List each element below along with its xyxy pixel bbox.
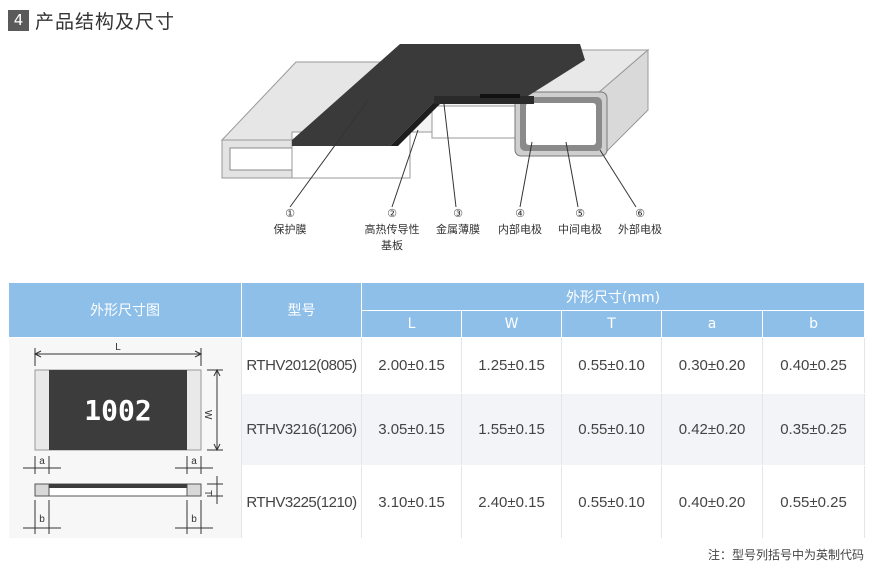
model-cell: RTHV2012(0805): [241, 337, 362, 394]
structure-diagram: ① 保护膜 ② 高热传导性 基板 ③ 金属薄膜 ④ 内部电极 ⑤ 中间电极 ⑥ …: [220, 44, 663, 252]
value-W: 1.55±0.15: [461, 393, 562, 466]
label-1-num: ①: [285, 207, 295, 220]
label-2-text-2: 基板: [381, 238, 403, 252]
table-row: RTHV3216(1206) 3.05±0.15 1.55±0.15 0.55±…: [9, 393, 866, 466]
outline-drawing-cell: L 1002 W: [8, 337, 242, 539]
label-2-num: ②: [387, 207, 397, 220]
value-b: 0.40±0.25: [762, 337, 866, 394]
dim-W-label: W: [202, 410, 213, 420]
section-number: 4: [8, 9, 29, 31]
dim-a-left: a: [39, 456, 45, 467]
value-a: 0.30±0.20: [661, 337, 763, 394]
header-W: W: [461, 310, 562, 338]
dim-L-label: L: [115, 342, 121, 353]
value-a: 0.40±0.20: [661, 465, 763, 539]
value-W: 1.25±0.15: [461, 337, 562, 394]
right-electrode: [514, 48, 650, 157]
model-cell: RTHV3225(1210): [241, 465, 362, 539]
header-L: L: [361, 310, 462, 338]
label-6-text: 外部电极: [618, 222, 662, 236]
header-T: T: [561, 310, 662, 338]
structure-labels: ① 保护膜 ② 高热传导性 基板 ③ 金属薄膜 ④ 内部电极 ⑤ 中间电极 ⑥ …: [274, 207, 663, 252]
value-b: 0.35±0.25: [762, 393, 866, 466]
value-b: 0.55±0.25: [762, 465, 866, 539]
table-row: L 1002 W: [8, 337, 866, 539]
value-T: 0.55±0.10: [561, 465, 662, 539]
label-6-num: ⑥: [635, 207, 645, 220]
footnote: 注：型号列括号中为英制代码: [707, 548, 864, 562]
label-2-text: 高热传导性: [365, 222, 420, 236]
header-a: a: [661, 310, 763, 338]
value-L: 3.05±0.15: [361, 393, 462, 466]
marking-code: 1002: [84, 394, 151, 427]
table-row: RTHV3225(1210) 3.10±0.15 2.40±0.15 0.55±…: [9, 465, 866, 539]
dimension-table: 外形尺寸图 型号 外形尺寸(mm) L W T a b: [8, 282, 866, 539]
dim-a-right: a: [191, 456, 197, 467]
header-model: 型号: [241, 282, 362, 338]
label-4-text: 内部电极: [498, 222, 542, 236]
value-L: 2.00±0.15: [361, 337, 462, 394]
section-heading: 4 产品结构及尺寸: [8, 8, 176, 33]
outline-drawing: L 1002 W: [22, 342, 223, 534]
section-title: 产品结构及尺寸: [35, 10, 176, 33]
label-5-num: ⑤: [575, 207, 585, 220]
value-T: 0.55±0.10: [561, 337, 662, 394]
value-T: 0.55±0.10: [561, 393, 662, 466]
dim-b-right: b: [191, 514, 197, 525]
model-cell: RTHV3216(1206): [241, 393, 362, 466]
header-b: b: [761, 310, 866, 338]
label-1-text: 保护膜: [274, 222, 307, 236]
dim-T-label: T: [202, 490, 213, 496]
dim-b-left: b: [39, 514, 45, 525]
value-L: 3.10±0.15: [361, 465, 462, 539]
label-5-text: 中间电极: [558, 222, 602, 236]
value-a: 0.42±0.20: [661, 393, 763, 466]
label-4-num: ④: [515, 207, 525, 220]
label-3-num: ③: [453, 207, 463, 220]
header-outline: 外形尺寸图: [8, 282, 242, 338]
label-3-text: 金属薄膜: [436, 222, 480, 236]
header-dims: 外形尺寸(mm): [360, 282, 866, 311]
leader-lines: [289, 99, 637, 208]
value-W: 2.40±0.15: [461, 465, 562, 539]
protective-film: [292, 44, 585, 146]
